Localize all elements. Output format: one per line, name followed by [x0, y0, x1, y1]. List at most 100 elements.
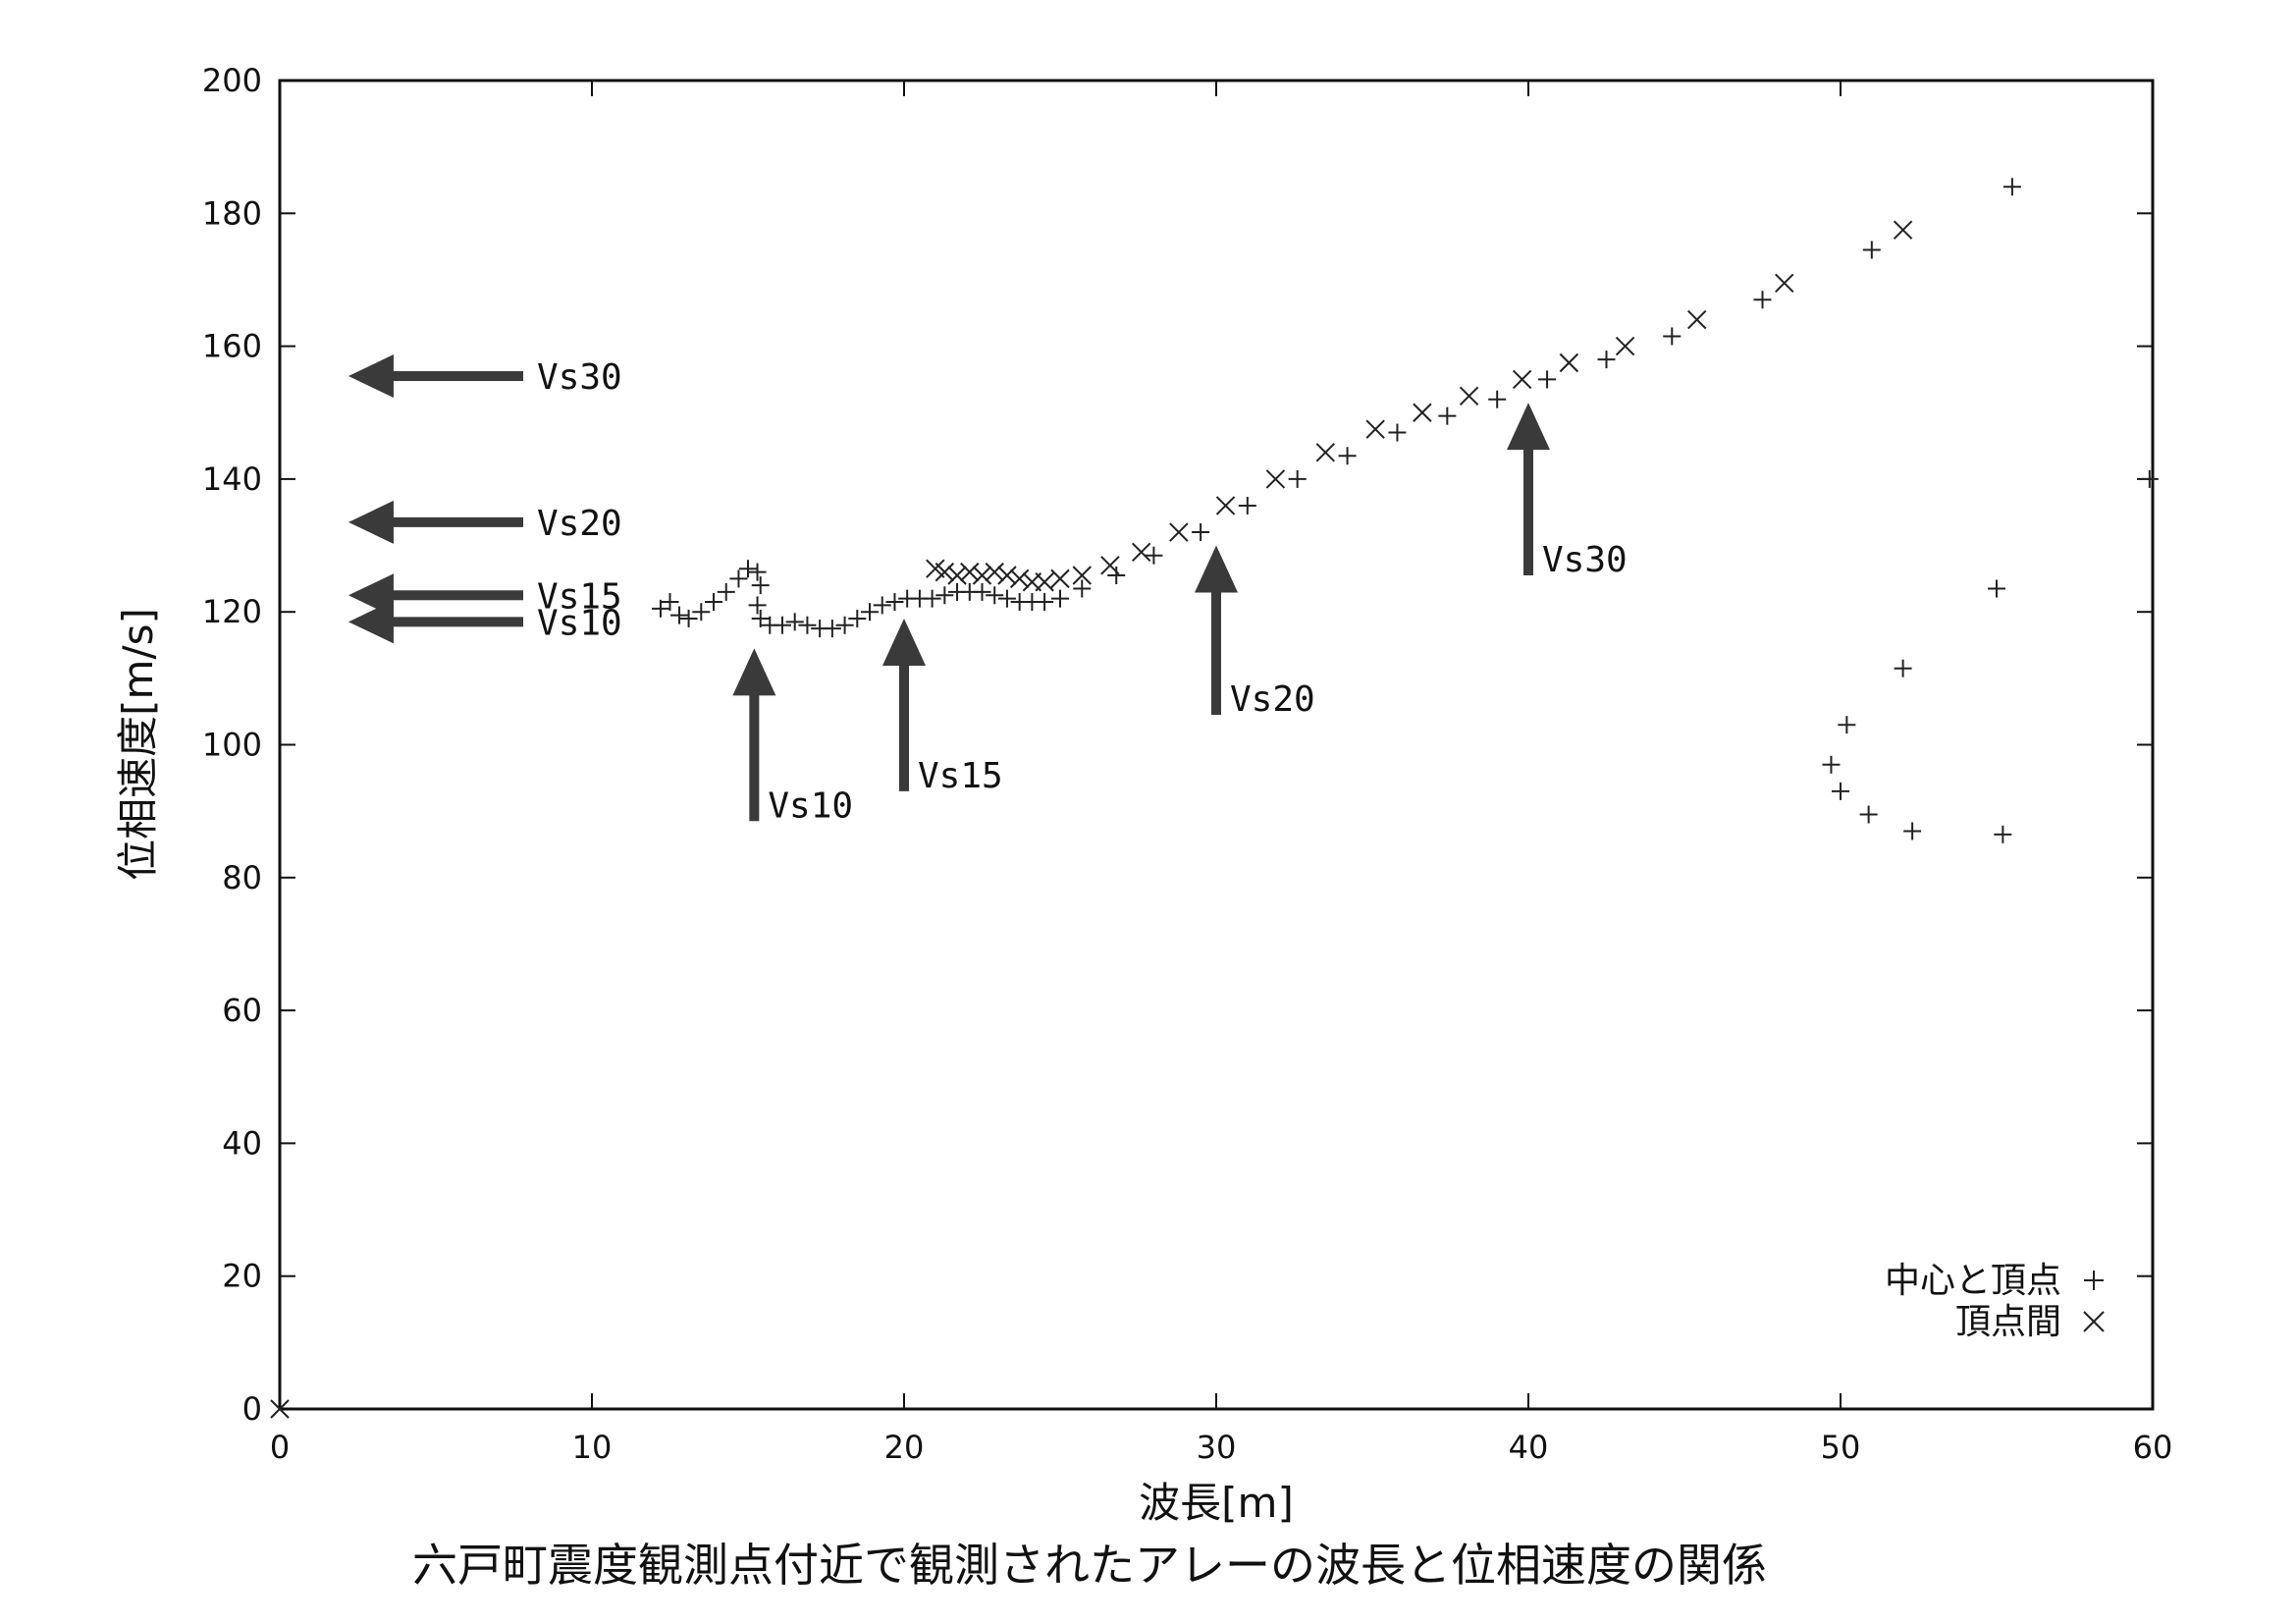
- marker-stroke: [1775, 273, 1794, 294]
- data-point-cross: [1072, 566, 1092, 585]
- data-point-plus: [1753, 291, 1772, 309]
- marker-stroke: [947, 566, 967, 585]
- arrow-shaft: [391, 590, 524, 601]
- data-point-cross: [1265, 469, 1286, 489]
- data-point-plus: [1192, 523, 1210, 542]
- chart-caption: 六戸町震度観測点付近で観測されたアレーの波長と位相速度の関係: [412, 1539, 1767, 1592]
- arrow-shaft: [391, 516, 524, 527]
- data-point-plus: [1838, 716, 1856, 734]
- data-point-plus: [773, 616, 791, 634]
- data-point-cross: [997, 566, 1017, 585]
- arrow-head: [732, 648, 776, 696]
- data-point-plus: [1903, 822, 1922, 840]
- data-point-plus: [986, 586, 1004, 605]
- legend-label: 頂点間: [1955, 1302, 2061, 1342]
- marker-stroke: [972, 566, 992, 585]
- data-point-plus: [1663, 327, 1682, 346]
- arrow-head: [882, 618, 926, 666]
- data-point-cross: [1512, 369, 1532, 390]
- marker-stroke: [1009, 568, 1030, 589]
- marker-stroke: [926, 559, 945, 578]
- data-point-cross: [1131, 542, 1151, 563]
- data-point-plus: [1988, 579, 2005, 598]
- data-point-plus: [1145, 546, 1163, 565]
- marker-stroke: [934, 562, 955, 582]
- arrow-head: [1195, 545, 1238, 593]
- data-point-plus: [1338, 447, 1357, 465]
- data-point-cross: [934, 562, 955, 582]
- data-point-cross: [1615, 336, 1635, 356]
- y-tick-label: 0: [242, 1390, 262, 1428]
- data-point-plus: [1994, 825, 2012, 843]
- data-point-plus: [885, 593, 904, 612]
- data-point-plus: [2140, 469, 2159, 488]
- marker-stroke: [1050, 568, 1070, 589]
- marker-stroke: [1265, 469, 1286, 489]
- annotation-label: Vs20: [1230, 679, 1315, 720]
- marker-stroke: [1072, 566, 1092, 585]
- data-point-cross: [1687, 309, 1707, 330]
- y-tick-label: 140: [202, 460, 262, 498]
- data-point-cross: [270, 1399, 290, 1419]
- arrow-head: [347, 500, 394, 544]
- annotation-arrow: Vs20: [347, 500, 622, 544]
- data-point-plus: [739, 560, 757, 578]
- data-point-cross: [1215, 496, 1236, 515]
- annotation-arrow: Vs30: [1507, 403, 1628, 580]
- data-point-plus: [1438, 406, 1457, 425]
- data-point-plus: [670, 606, 689, 624]
- data-point-plus: [1051, 589, 1069, 608]
- data-point-cross: [1413, 403, 1432, 422]
- data-point-plus: [1036, 593, 1054, 612]
- y-tick-label: 60: [222, 992, 262, 1029]
- data-point-plus: [973, 582, 991, 601]
- legend-label: 中心と頂点: [1885, 1261, 2061, 1301]
- data-point-plus: [661, 593, 679, 612]
- data-point-plus: [748, 596, 767, 615]
- x-tick-label: 20: [884, 1429, 925, 1466]
- data-point-plus: [785, 613, 804, 631]
- data-point-plus: [873, 596, 891, 615]
- marker-stroke: [1893, 220, 1913, 240]
- marker-stroke: [1315, 443, 1336, 462]
- marker-stroke: [1559, 352, 1579, 373]
- data-point-plus: [1238, 496, 1256, 514]
- y-tick-label: 160: [202, 328, 262, 365]
- data-point-cross: [1050, 568, 1070, 589]
- marker-stroke: [2083, 1311, 2105, 1332]
- data-point-plus: [935, 586, 954, 605]
- data-point-plus: [861, 603, 880, 622]
- data-point-cross: [1893, 220, 1913, 240]
- arrow-shaft: [1211, 590, 1221, 716]
- annotation-label: Vs10: [768, 785, 853, 826]
- arrow-shaft: [899, 663, 909, 791]
- marker-stroke: [1459, 386, 1479, 406]
- marker-stroke: [1365, 419, 1385, 439]
- data-point-plus: [835, 616, 854, 634]
- data-point-plus: [1288, 469, 1307, 488]
- data-point-plus: [748, 563, 767, 581]
- marker-stroke: [1169, 522, 1189, 542]
- data-point-plus: [751, 609, 770, 627]
- annotation-arrow: Vs20: [1195, 545, 1315, 720]
- y-axis-label: 位相速度[m/s]: [114, 608, 162, 881]
- data-point-plus: [1073, 579, 1092, 598]
- data-point-cross: [1100, 556, 1120, 575]
- data-point-cross: [1009, 568, 1030, 589]
- marker-stroke: [1413, 403, 1432, 422]
- data-point-plus: [1822, 755, 1841, 774]
- axis-ticks: [279, 80, 2154, 1410]
- data-point-plus: [651, 599, 669, 618]
- data-point-plus: [1862, 241, 1881, 259]
- data-point-cross: [1459, 386, 1479, 406]
- data-point-plus: [997, 589, 1016, 608]
- y-tick-label: 20: [222, 1258, 262, 1295]
- y-tick-label: 180: [202, 194, 262, 232]
- legend-marker: [2083, 1311, 2105, 1332]
- data-point-cross: [985, 562, 1004, 582]
- marker-stroke: [1035, 572, 1054, 592]
- data-point-cross: [1035, 572, 1054, 592]
- annotation-arrow: Vs15: [882, 618, 1003, 796]
